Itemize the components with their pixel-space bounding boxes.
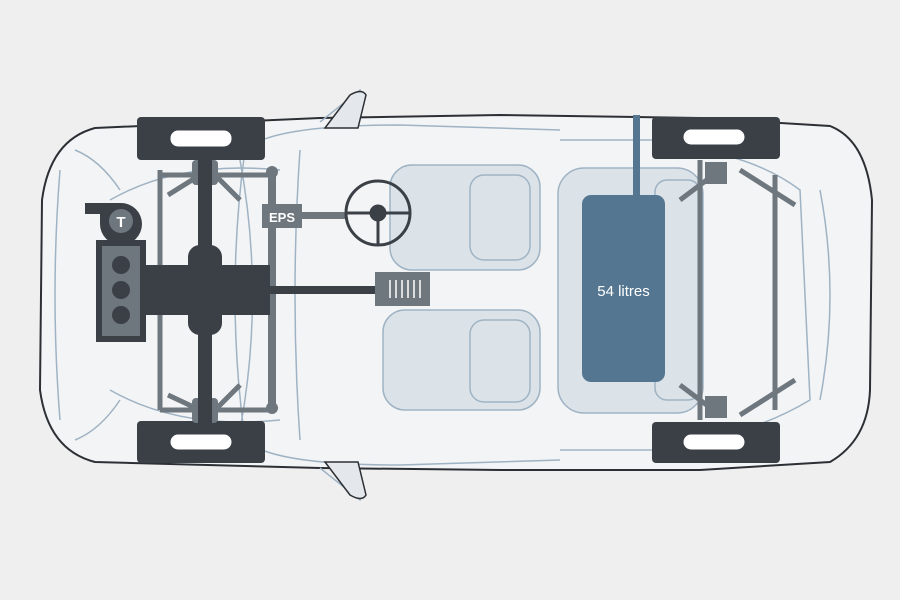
wheels	[137, 117, 780, 463]
fuel-tank-label: 54 litres	[597, 283, 650, 300]
steering-wheel	[344, 179, 412, 247]
engine	[96, 240, 146, 342]
eps-unit	[262, 204, 302, 228]
turbocharger: T	[85, 203, 142, 245]
mirror-top	[323, 90, 367, 129]
fuel-tank	[582, 195, 665, 382]
mirror-bottom	[323, 461, 367, 500]
drive-shaft	[270, 286, 378, 294]
wheel-rear-left	[652, 117, 780, 159]
fuel-filler-pipe	[633, 115, 640, 200]
turbo-label: T	[116, 214, 125, 231]
wheel-front-right	[137, 421, 265, 463]
wheel-rear-right	[652, 422, 780, 463]
rear-suspension	[678, 160, 797, 420]
steering-column	[276, 212, 346, 219]
wheel-front-left	[137, 117, 265, 160]
eps-label: EPS	[269, 210, 295, 225]
